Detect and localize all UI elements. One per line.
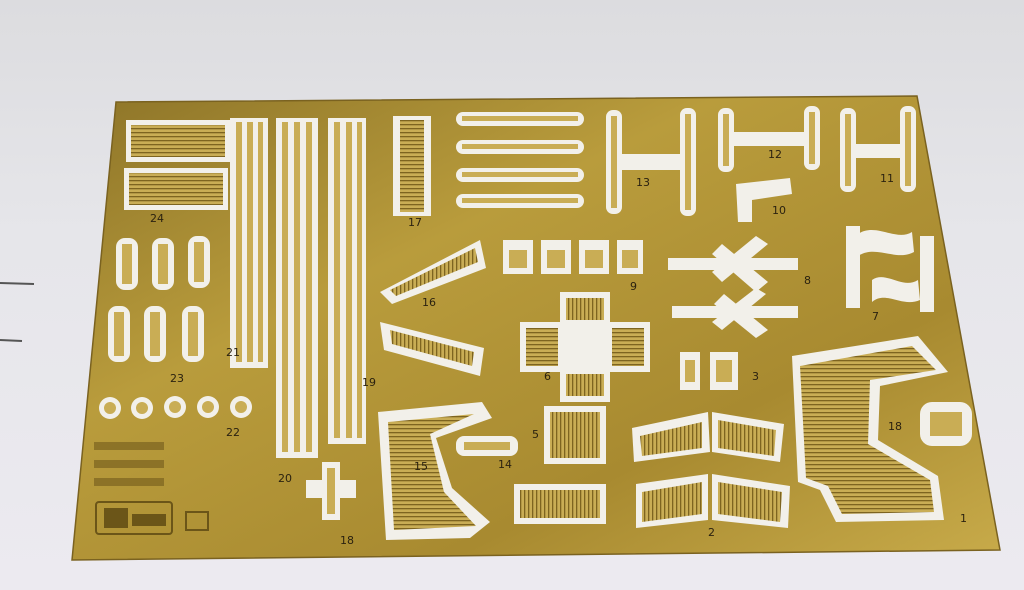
label-22: 22 bbox=[226, 426, 240, 439]
label-18a: 18 bbox=[340, 534, 354, 547]
label-3: 3 bbox=[752, 370, 759, 383]
label-24: 24 bbox=[150, 212, 164, 225]
label-23: 23 bbox=[170, 372, 184, 385]
label-19: 19 bbox=[362, 376, 376, 389]
label-14: 14 bbox=[498, 458, 512, 471]
label-13: 13 bbox=[636, 176, 650, 189]
label-8: 8 bbox=[804, 274, 811, 287]
label-20: 20 bbox=[278, 472, 292, 485]
part-15-deck bbox=[378, 402, 492, 540]
part-17-ladder bbox=[393, 116, 431, 216]
part-6-cross bbox=[520, 292, 650, 402]
label-21: 21 bbox=[226, 346, 240, 359]
part-7-brackets bbox=[846, 226, 934, 312]
maker-logo bbox=[94, 442, 209, 535]
part-number-labels: 24 23 22 21 20 19 18 17 16 15 14 13 12 1… bbox=[150, 148, 967, 547]
part-12-hframe bbox=[718, 106, 820, 172]
part-1-deck bbox=[792, 336, 972, 522]
part-23-capsules bbox=[108, 236, 210, 362]
label-12: 12 bbox=[768, 148, 782, 161]
part-24-panels bbox=[124, 120, 230, 210]
part-14-bar bbox=[456, 436, 518, 456]
part-20-rails bbox=[276, 118, 318, 458]
label-11: 11 bbox=[880, 172, 894, 185]
part-2-louvers bbox=[632, 412, 790, 528]
part-4-vents bbox=[514, 484, 606, 524]
part-18-cross bbox=[306, 462, 356, 520]
part-10-hook bbox=[736, 178, 792, 222]
label-5: 5 bbox=[532, 428, 539, 441]
label-16: 16 bbox=[422, 296, 436, 309]
label-15: 15 bbox=[414, 460, 428, 473]
label-18b: 18 bbox=[888, 420, 902, 433]
part-5-vent bbox=[544, 406, 606, 464]
part-16-rods bbox=[456, 112, 584, 208]
part-19-rails bbox=[328, 118, 366, 444]
label-9: 9 bbox=[630, 280, 637, 293]
label-6: 6 bbox=[544, 370, 551, 383]
part-8-xpieces bbox=[668, 236, 798, 338]
part-22-discs bbox=[99, 396, 252, 419]
part-3-boxes bbox=[680, 352, 738, 390]
needle-tips bbox=[0, 282, 35, 342]
part-16-ramps bbox=[380, 240, 486, 376]
label-17: 17 bbox=[408, 216, 422, 229]
part-9-boxes bbox=[503, 240, 643, 274]
label-7: 7 bbox=[872, 310, 879, 323]
label-2: 2 bbox=[708, 526, 715, 539]
part-13-hframe bbox=[606, 108, 696, 216]
part-11-hframe bbox=[840, 106, 916, 192]
part-21-rails bbox=[230, 118, 268, 368]
label-1: 1 bbox=[960, 512, 967, 525]
label-10: 10 bbox=[772, 204, 786, 217]
